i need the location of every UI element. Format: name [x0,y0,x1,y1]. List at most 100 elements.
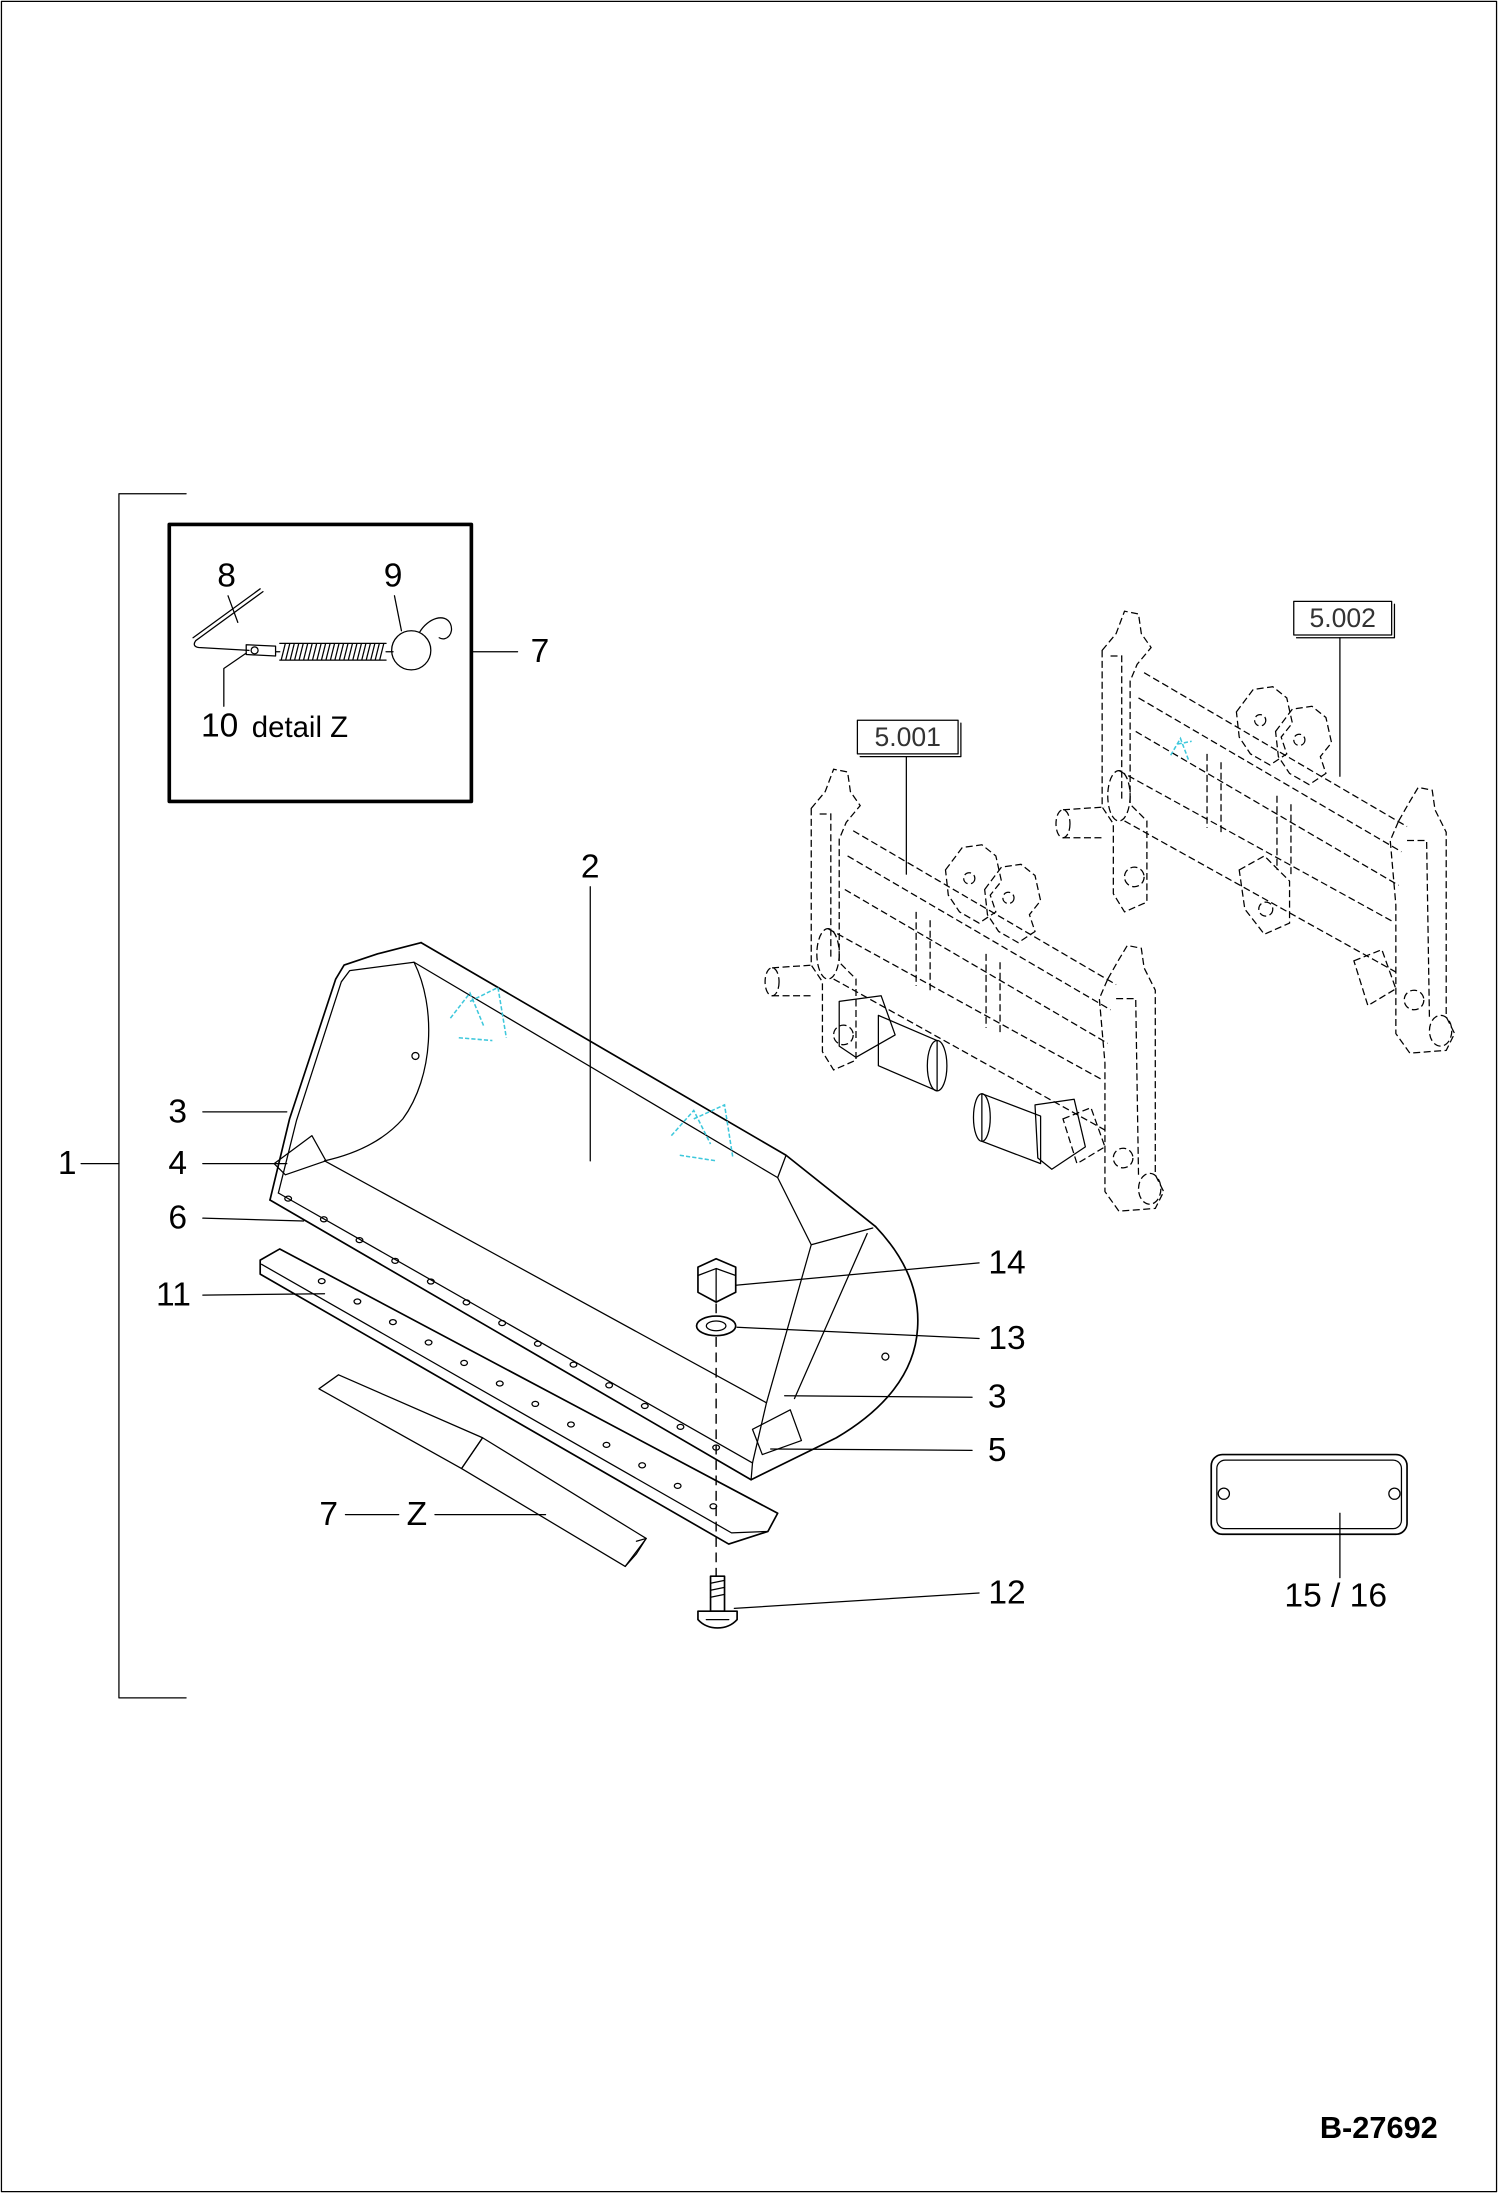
cutting-edge-bolt-hole [638,1462,647,1469]
reference-box-shadow [859,722,962,758]
clip-eye [250,646,259,655]
bolt-head [697,1610,738,1629]
leader-line [393,595,403,632]
assembly-bracket [118,493,187,1699]
cutting-edge-bolt-hole [673,1482,682,1490]
lip-bolt-hole [640,1402,649,1410]
wear-shoe-fold [624,1537,647,1568]
spring-ring [391,630,432,671]
right-side-plate-inner [793,1232,868,1400]
callout-11: 11 [156,1277,191,1314]
id-plate-inner [1216,1459,1403,1530]
leader-line [784,1395,973,1398]
clip [245,644,277,657]
cylinder-housing [1034,1098,1086,1170]
id-plate: 15 / 16 [1210,1453,1408,1614]
reference-label: 5.002 [1309,603,1375,633]
back-wall-top [413,961,787,1179]
quick-coupler-a [764,768,1165,1212]
leader-line [735,1262,980,1286]
callout-z: Z [407,1496,427,1533]
washer [695,1315,737,1337]
cutting-edge-bolt-hole [602,1441,611,1449]
callout-3-right: 3 [988,1379,1007,1416]
lip-bolt-hole [284,1195,293,1202]
lip-bolt-hole [605,1382,614,1389]
callout-9: 9 [384,558,403,595]
quick-coupler-b [1055,610,1456,1054]
lip-bolt-hole [498,1319,507,1327]
coupler-b-bracket [1238,855,1291,936]
lip-bolt-hole [676,1423,685,1430]
nut-faces [697,1267,737,1303]
cutting-edge-bolt-holes [317,1277,718,1510]
leader-line [736,1326,980,1340]
right-side-plate-front [750,1244,812,1481]
callout-10: 10 [201,707,238,744]
top-rim [420,941,877,1228]
callout-15-16: 15 / 16 [1284,1577,1387,1614]
id-plate-hole [1388,1487,1401,1500]
detail-frame [167,522,474,804]
left-side-plate [269,941,422,1201]
coupler-b-bracket-hole [1258,901,1274,917]
reference-5-002: 5.002 [1293,600,1396,777]
reference-label: 5.001 [874,722,940,752]
bucket-bottom-edge [269,1199,752,1481]
reference-box [856,719,959,755]
wear-shoe-segment [460,1437,647,1568]
leader-line [733,1592,980,1610]
cutting-edge-bolt-hole [495,1380,504,1387]
wear-shoe [318,1374,647,1568]
spring-coil [279,642,387,661]
left-side-plate-inner [277,961,415,1194]
cutting-edge-bolt-hole [424,1339,433,1346]
bolt-thread [709,1579,726,1598]
cylinder-housing [838,995,896,1058]
cutting-edge-bolt-hole [388,1318,397,1326]
spring-pin-outline [192,588,261,639]
leader-line [223,652,247,707]
callout-5: 5 [988,1432,1007,1469]
cylinder-body [981,1093,1042,1165]
cutting-edge-bolt-hole [317,1277,326,1285]
fasteners [695,1257,738,1629]
callout-6: 6 [168,1200,187,1237]
callout-14: 14 [988,1244,1025,1281]
cutting-edge-bevel [260,1263,769,1534]
lip-top-edge [277,1192,754,1464]
wear-plate-left [273,1135,327,1176]
callout-12: 12 [988,1575,1025,1612]
callout-13: 13 [988,1320,1025,1357]
right-side-plate [750,1225,919,1481]
id-plate-outline [1210,1453,1408,1536]
back-wall-curve [323,961,430,1162]
coupler-a-cylinders [838,995,1086,1170]
lip-bolt-hole [426,1278,435,1285]
callout-4: 4 [168,1145,187,1182]
callout-assembly: 1 [58,1145,77,1182]
reference-5-001: 5.001 [856,719,962,875]
drawing-number: B-27692 [1320,2110,1438,2145]
id-plate-hole [1217,1487,1231,1500]
spring-hook [419,617,453,640]
detail-z-box: 7 8 10 detail Z 9 [167,522,549,804]
leader-line [227,595,239,624]
callout-2: 2 [581,849,600,886]
wear-plate-right [751,1409,803,1456]
detail-caption: detail Z [252,711,348,744]
cylinder-end [926,1039,948,1092]
reference-box-shadow [1295,603,1396,639]
floor-junction [323,1160,768,1404]
cylinder-end [972,1093,991,1142]
decal-mark [1170,736,1192,762]
leader-line [202,1217,305,1222]
spring-pin [193,590,264,651]
lip-bolt-hole [533,1340,542,1347]
cutting-edge-bolt-hole [566,1421,575,1428]
reference-box [1293,600,1393,636]
right-top-chamfer [777,1176,874,1246]
cutting-edge-bolt-hole [531,1400,540,1408]
